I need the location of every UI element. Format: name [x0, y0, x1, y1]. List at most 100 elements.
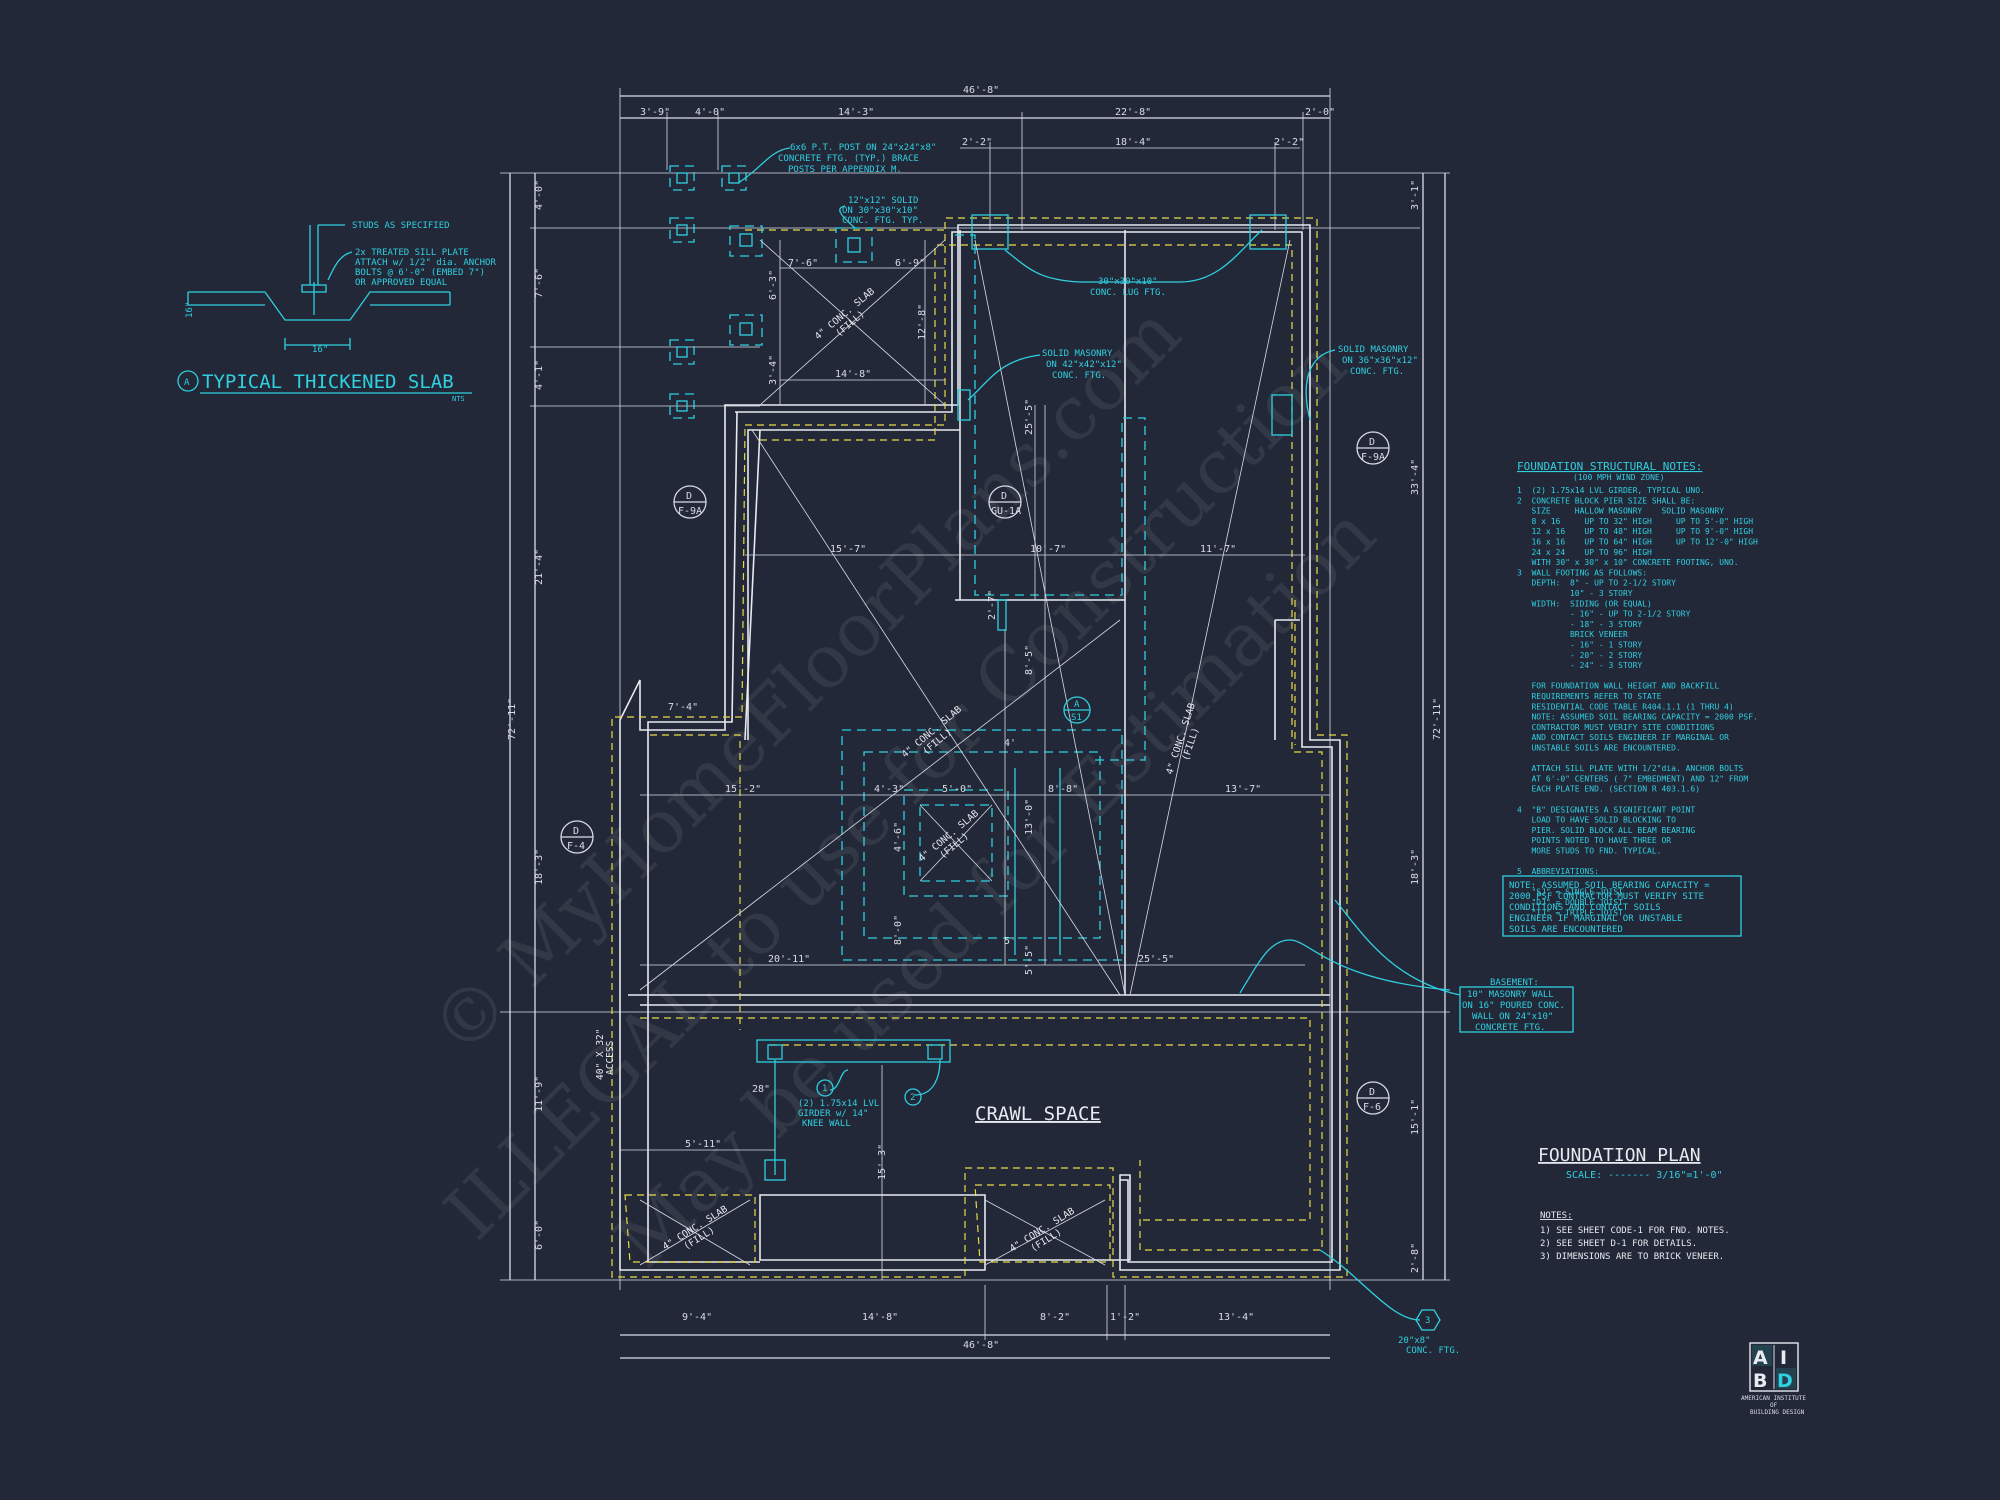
notes-line: - 18" - 3 STORY — [1517, 620, 1642, 629]
dim-int-15: 8'-8" — [1048, 784, 1078, 795]
notes-line: CONTRACTOR MUST VERIFY SITE CONDITIONS — [1517, 723, 1715, 732]
dim-int-18: 13'-0" — [1024, 799, 1035, 835]
plan-scale: SCALE: ------- 3/16"=1'-0" — [1566, 1170, 1723, 1181]
crawl-space-label: CRAWL SPACE — [975, 1103, 1101, 1125]
callout-num-2: 2 — [904, 1088, 922, 1106]
dim-int-13: 4'-3" — [874, 784, 904, 795]
dim-int-9: 11'-7" — [1200, 544, 1236, 555]
callout-m36-2: ON 36"x36"x12" — [1342, 356, 1418, 366]
soil-note-box — [1502, 875, 1742, 937]
callout-lug-2: CONC. LUG FTG. — [1090, 288, 1166, 298]
dim-int-24: 15'-3" — [877, 1144, 888, 1180]
dim-left-overall: 72'-11" — [507, 698, 518, 740]
structural-notes: FOUNDATION STRUCTURAL NOTES: (100 MPH WI… — [1502, 460, 1758, 937]
section-tag-letter: D — [1369, 1087, 1375, 1098]
notes-line: 5 ABBREVIATIONS: — [1517, 867, 1599, 876]
notes-line: "TJ" = TRIPLE JOIST — [1517, 908, 1623, 917]
section-tag-5: D F-6 — [1356, 1081, 1390, 1115]
logo-letter-a: A — [1753, 1347, 1768, 1369]
dim-bottom-3: 8'-2" — [1040, 1312, 1070, 1323]
notes-line: "SJ" = SINGLE JOIST — [1517, 888, 1623, 897]
slab-diagonals — [620, 239, 1330, 1280]
notes-line: EACH PLATE END. (SECTION R 403.1.6) — [1517, 785, 1700, 794]
dim-int-5: 6'-3" — [768, 270, 779, 300]
notes-lines: 1 (2) 1.75x14 LVL GIRDER, TYPICAL UNO.2 … — [1517, 486, 1758, 917]
notes-line: 10" - 3 STORY — [1517, 589, 1633, 598]
dim-int-14: 5'-0" — [942, 784, 972, 795]
dim-bottom-1: 9'-4" — [682, 1312, 712, 1323]
aibd-logo: A I B D AMERICAN INSTITUTE OF BUILDING D… — [1741, 1342, 1806, 1416]
callout-post-2: CONCRETE FTG. (TYP.) BRACE — [778, 154, 919, 164]
notes-line: LOAD TO HAVE SOLID BLOCKING TO — [1517, 816, 1676, 825]
dim-left-6: 11'-9" — [534, 1076, 545, 1112]
dim-int-21: 20'-11" — [768, 954, 810, 965]
callout-num-3: 3 — [1415, 1309, 1441, 1331]
detail-studs: STUDS AS SPECIFIED — [352, 221, 450, 231]
callout-m36-3: CONC. FTG. — [1350, 367, 1404, 377]
callout-basement-2: 10" MASONRY WALL — [1467, 990, 1554, 1000]
section-tag-sheet: F-9A — [1361, 452, 1385, 463]
dim-int-26: 2'-7" — [987, 590, 998, 620]
dim-int-29: 5' — [1004, 936, 1016, 947]
dim-bottom-2: 14'-8" — [862, 1312, 898, 1323]
section-tag-4: D F-4 — [560, 820, 594, 854]
notes-line: WITH 30" x 30" x 10" CONCRETE FOOTING, U… — [1517, 558, 1739, 567]
plan-note-3: 3) DIMENSIONS ARE TO BRICK VENEER. — [1540, 1252, 1724, 1262]
notes-line: REQUIREMENTS REFER TO STATE — [1517, 692, 1662, 701]
soil-note-line: CONDITIONS AND CONTACT SOILS — [1509, 903, 1661, 913]
notes-line: 24 x 24 UP TO 96" HIGH — [1517, 548, 1652, 557]
notes-heading: NOTES: — [1540, 1211, 1573, 1221]
svg-text:2: 2 — [910, 1093, 915, 1103]
dim-int-1: 7'-6" — [788, 258, 818, 269]
access-opening-1: 40" X 32" — [595, 1029, 606, 1080]
dim-top2-1: 2'-2" — [962, 137, 992, 148]
notes-line: - 16" - 1 STORY — [1517, 641, 1642, 650]
basement-note-box — [1459, 986, 1574, 1033]
notes-line: 8 x 16 UP TO 32" HIGH UP TO 5'-0" HIGH — [1517, 517, 1753, 526]
footing-outlines — [611, 217, 1348, 1278]
logo-letter-i: I — [1780, 1347, 1787, 1369]
dim-int-20: 8'-0" — [893, 915, 904, 945]
dimension-text: 46'-8" 3'-9" 4'-0" 14'-3" 22'-8" 2'-0" 2… — [507, 85, 1443, 1351]
dim-right-overall: 72'-11" — [1432, 698, 1443, 740]
callout-m36-1: SOLID MASONRY — [1338, 345, 1409, 355]
soil-note-lines: NOTE: ASSUMED SOIL BEARING CAPACITY =200… — [1509, 881, 1710, 935]
dim-top-5: 2'-0" — [1305, 107, 1335, 118]
detail-depth: 16" — [185, 302, 195, 318]
dim-int-17: 8'-5" — [1024, 645, 1035, 675]
section-tag-6: A S1 — [1063, 696, 1091, 724]
detail-plate-4: OR APPROVED EQUAL — [355, 278, 447, 288]
notes-line: 16 x 16 UP TO 64" HIGH UP TO 12'-0" HIGH — [1517, 538, 1758, 547]
callout-basement-3: ON 16" POURED CONC. — [1462, 1001, 1565, 1011]
callout-solid12-1: 12"x12" SOLID — [848, 196, 918, 206]
section-tag-sheet: F-6 — [1363, 1102, 1381, 1113]
detail-plate-1: 2x TREATED SILL PLATE — [355, 248, 469, 258]
section-tag-letter: D — [573, 826, 579, 837]
plan-note-2: 2) SEE SHEET D-1 FOR DETAILS. — [1540, 1239, 1697, 1249]
dim-top-3: 14'-3" — [838, 107, 874, 118]
callout-girder-1: (2) 1.75x14 LVL — [798, 1099, 879, 1109]
callout-num-1: 1 — [816, 1079, 834, 1097]
section-tag-sheet: F-9A — [678, 506, 702, 517]
soil-note-line: NOTE: ASSUMED SOIL BEARING CAPACITY = — [1509, 881, 1710, 891]
svg-text:1: 1 — [822, 1084, 827, 1094]
svg-text:3: 3 — [1425, 1316, 1430, 1326]
dim-left-4: 21'-4" — [534, 549, 545, 585]
notes-line: PIER. SOLID BLOCK ALL BEAM BEARING — [1517, 826, 1695, 835]
callout-girder-2: GIRDER w/ 14" — [798, 1109, 868, 1119]
dim-int-2: 6'-9" — [895, 258, 925, 269]
logo-letter-b: B — [1753, 1370, 1767, 1392]
notes-line: - 24" - 3 STORY — [1517, 661, 1642, 670]
callouts: 6x6 P.T. POST ON 24"x24"x8" CONCRETE FTG… — [595, 143, 1574, 1356]
callout-ftg20-2: CONC. FTG. — [1406, 1346, 1460, 1356]
dim-left-1: 4'-0" — [534, 180, 545, 210]
dim-int-23: 5'-11" — [685, 1139, 721, 1150]
detail-title: TYPICAL THICKENED SLAB — [202, 371, 454, 393]
notes-title: FOUNDATION STRUCTURAL NOTES: — [1517, 460, 1702, 473]
dim-right-5: 2'-8" — [1410, 1243, 1421, 1273]
dim-int-27: 28" — [752, 1084, 770, 1095]
notes-line: 12 x 16 UP TO 48" HIGH UP TO 9'-0" HIGH — [1517, 527, 1753, 536]
soil-note-line: 2000 PSF CONTRACTOR MUST VERIFY SITE — [1509, 892, 1704, 902]
dim-top-4: 22'-8" — [1115, 107, 1151, 118]
section-tag-letter: D — [1001, 491, 1007, 502]
